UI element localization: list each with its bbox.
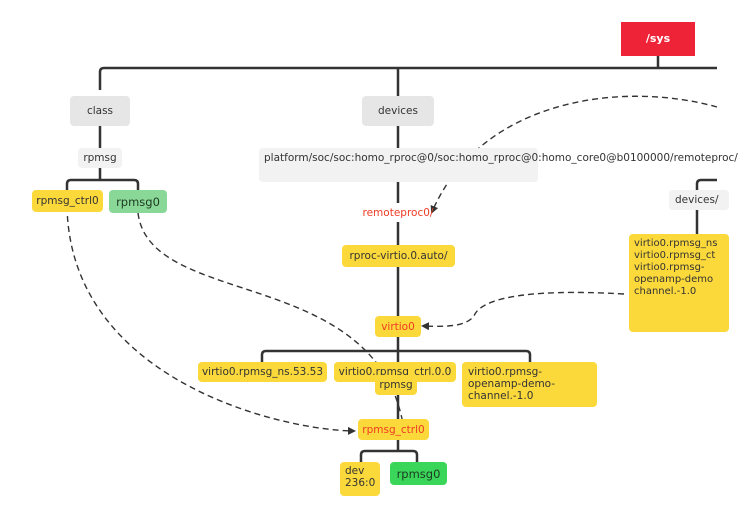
- rpmsg-mid-node: rpmsg: [375, 375, 417, 395]
- rpmsg-class-node: rpmsg: [78, 148, 122, 168]
- dash-rightbox-to-virtio0: [421, 291, 625, 331]
- edge-top-bar: [98, 66, 717, 90]
- edge-left-split-bar: [65, 178, 140, 190]
- rpmsg-ctrl0-left-node: rpmsg_ctrl0: [32, 190, 103, 212]
- devices-node: devices: [362, 96, 434, 126]
- rpmsg0-left-node: rpmsg0: [109, 190, 167, 213]
- class-node: class: [70, 96, 130, 126]
- edge-virtio0-split-bar: [260, 349, 532, 362]
- openamp-mid-node: virtio0.rpmsg-openamp-demo-channel.-1.0: [462, 362, 597, 407]
- rpmsg-ns-node: virtio0.rpmsg_ns.53.53: [198, 362, 327, 382]
- rpmsg-ctrl-mid-node: virtio0.rpmsg_ctrl.0.0: [334, 362, 456, 382]
- devices-right-node: devices/: [669, 190, 729, 210]
- rproc-virtio-node: rproc-virtio.0.auto/: [342, 245, 455, 267]
- rpmsg0-mid-node: rpmsg0: [390, 462, 447, 485]
- rpmsg-ctrl0-mid-node: rpmsg_ctrl0: [358, 419, 429, 440]
- platform-path-node: platform/soc/soc:homo_rproc@0/soc:homo_r…: [259, 148, 738, 182]
- dev-node: dev 236:0: [340, 462, 380, 496]
- virtio0-node: virtio0: [375, 316, 421, 337]
- sys-node: /sys: [621, 22, 695, 56]
- right-virtio-box: virtio0.rpmsg_ns virtio0.rpmsg_ct virtio…: [629, 234, 729, 332]
- edge-mid-split-bar: [359, 449, 419, 462]
- dash-ctrl0-to-mid: [66, 205, 356, 435]
- remoteproc0-node: remoteproc0/: [362, 206, 434, 219]
- edge-right-devices: [695, 178, 717, 190]
